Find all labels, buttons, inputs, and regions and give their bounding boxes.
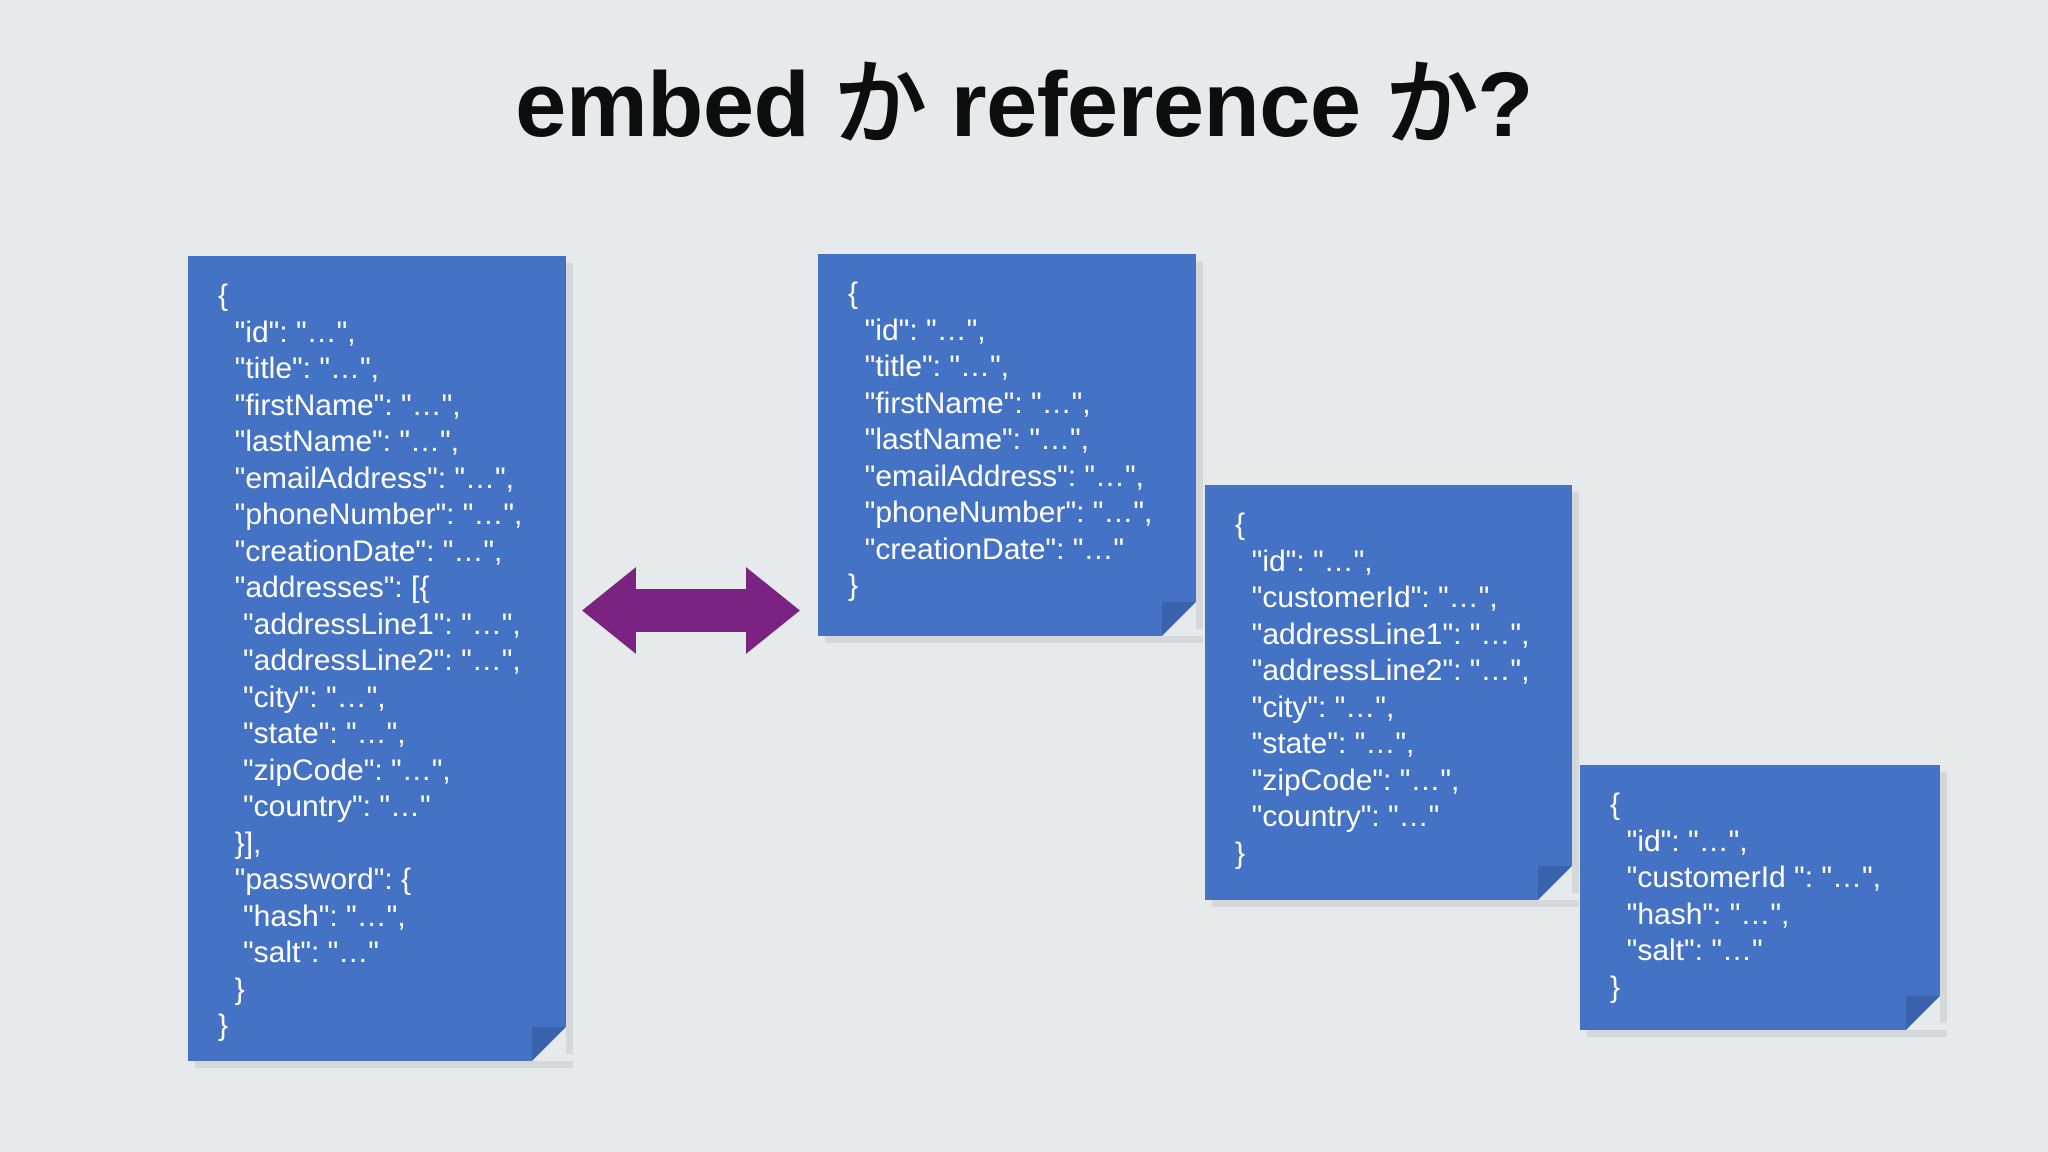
card-shadow-right [1572, 492, 1579, 893]
embed-vs-reference-arrow [582, 563, 800, 658]
double-arrow-icon [582, 567, 800, 654]
card-shadow-bottom [195, 1061, 573, 1068]
page-fold-corner [1162, 602, 1196, 636]
embedded-customer-json-text: { "id": "…", "title": "…", "firstName": … [218, 279, 523, 1042]
page-fold-corner [1906, 996, 1940, 1030]
card-shadow-bottom [1587, 1030, 1947, 1037]
page-fold-triangle [532, 1027, 566, 1061]
page-title: embed か reference か? [515, 54, 1533, 156]
address-json-text: { "id": "…", "customerId": "…", "address… [1235, 508, 1530, 870]
page-fold-corner [532, 1027, 566, 1061]
page-fold-triangle [1906, 996, 1940, 1030]
address-document-card: { "id": "…", "customerId": "…", "address… [1205, 485, 1579, 907]
customer-document-card: { "id": "…", "title": "…", "firstName": … [818, 254, 1203, 643]
card-shadow-right [1940, 772, 1947, 1023]
card-shadow-right [1196, 261, 1203, 629]
embedded-customer-document-card: { "id": "…", "title": "…", "firstName": … [188, 256, 573, 1068]
card-shadow-bottom [825, 636, 1203, 643]
password-document-card: { "id": "…", "customerId ": "…", "hash":… [1580, 765, 1947, 1037]
page-fold-triangle [1538, 866, 1572, 900]
card-shadow-bottom [1212, 900, 1579, 907]
customer-json-text: { "id": "…", "title": "…", "firstName": … [848, 277, 1153, 602]
page-fold-corner [1538, 866, 1572, 900]
card-shadow-right [566, 263, 573, 1054]
page-fold-triangle [1162, 602, 1196, 636]
password-json-text: { "id": "…", "customerId ": "…", "hash":… [1610, 788, 1881, 1004]
